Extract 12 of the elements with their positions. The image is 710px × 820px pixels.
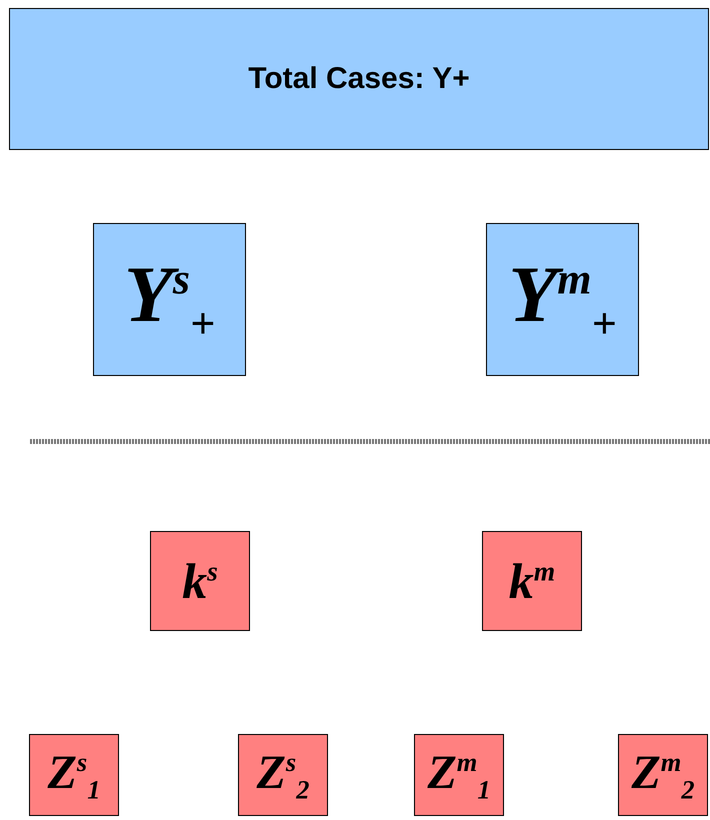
variable-box — [414, 734, 504, 816]
title-text: Total Cases: Y+ — [248, 62, 470, 96]
variable-box — [238, 734, 328, 816]
math-symbol: k$^{s}$ — [182, 552, 218, 610]
variable-box — [150, 531, 250, 631]
variable-box — [486, 223, 639, 376]
variable-box — [482, 531, 582, 631]
variable-box — [618, 734, 708, 816]
header-box — [9, 8, 709, 150]
math-symbol: k$^{m}$ — [508, 552, 556, 610]
variable-box — [93, 223, 246, 376]
variable-box — [29, 734, 119, 816]
